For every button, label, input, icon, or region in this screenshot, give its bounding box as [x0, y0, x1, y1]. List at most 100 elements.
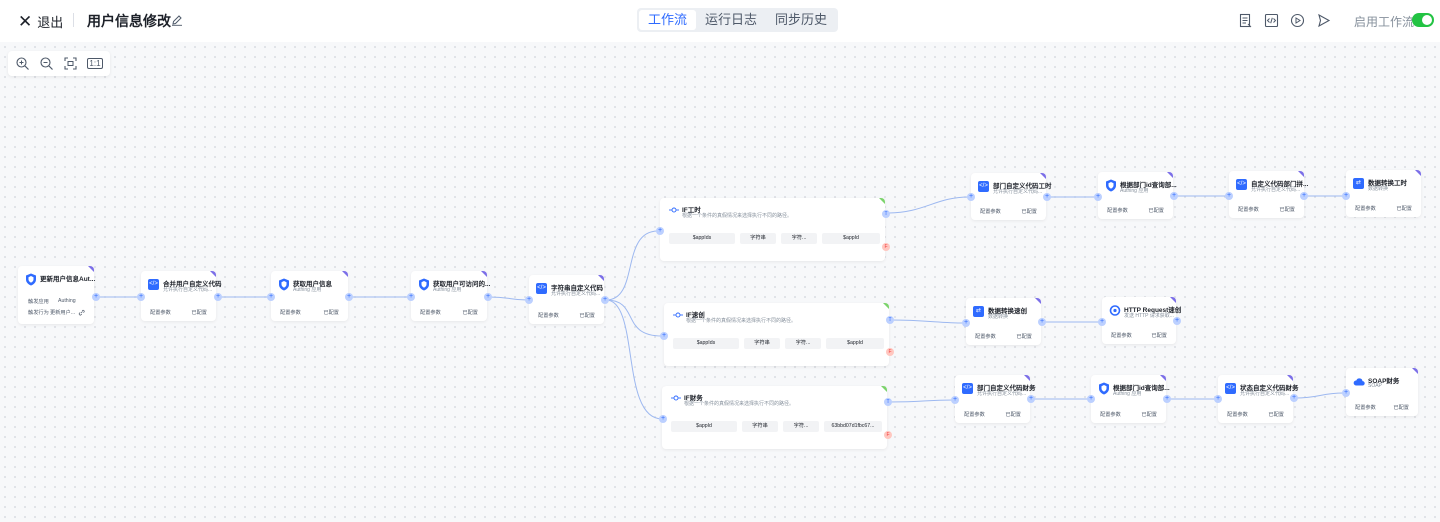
condition-operator[interactable]: 字符...	[785, 338, 821, 349]
dept-query-caiwu-node[interactable]: 根据部门id查询部... Authing 应用 配置参数已配置	[1091, 375, 1170, 423]
code-dept-gongshi-node[interactable]: </> 自定义代码部门拼... 允许执行自定义代码... 配置参数已配置	[1229, 171, 1308, 218]
condition-operator[interactable]: 字符...	[781, 233, 817, 244]
merge-code-node[interactable]: </> 合并用户自定义代码 允许执行自定义代码... 配置参数已配置	[141, 271, 222, 321]
input-port[interactable]: +	[656, 227, 664, 235]
output-port[interactable]: +	[345, 293, 353, 301]
condition-field[interactable]: $appIds	[669, 233, 735, 244]
output-port[interactable]: +	[1043, 193, 1051, 201]
input-port[interactable]: +	[951, 396, 959, 404]
condition-type[interactable]: 字符串	[740, 233, 776, 244]
input-port[interactable]: +	[1342, 389, 1350, 397]
node-footer: 配置参数已配置	[955, 409, 1030, 423]
dept-query-gongshi-node[interactable]: 根据部门id查询部... Authing 应用 配置参数已配置	[1098, 172, 1177, 219]
input-port[interactable]: +	[1342, 192, 1350, 200]
output-port[interactable]: +	[1027, 395, 1035, 403]
condition-value[interactable]: $appId	[822, 233, 880, 244]
enable-workflow-toggle[interactable]	[1412, 13, 1434, 27]
output-port[interactable]: +	[1163, 395, 1171, 403]
convert-gongshi-node[interactable]: ⇄ 数据转换工时 数据转换 配置参数已配置	[1346, 170, 1421, 217]
config-params-label: 配置参数	[1355, 405, 1376, 411]
input-port[interactable]: +	[660, 332, 668, 340]
send-icon[interactable]	[1316, 13, 1331, 28]
condition-type[interactable]: 字符串	[744, 338, 780, 349]
input-port[interactable]: +	[407, 293, 415, 301]
node-title: IF财务	[684, 395, 703, 402]
input-port[interactable]: +	[1214, 395, 1222, 403]
condition-row: $appIds 字符串 字符... $appId	[669, 233, 880, 244]
play-circle-icon[interactable]	[1290, 13, 1305, 28]
output-port[interactable]: +	[1173, 317, 1181, 325]
input-port[interactable]: +	[267, 293, 275, 301]
input-port[interactable]: +	[525, 296, 533, 304]
dept-code-caiwu-node[interactable]: </> 部门自定义代码财务 允许执行自定义代码... 配置参数已配置	[955, 375, 1036, 423]
node-subtitle: Authing 应用	[293, 287, 322, 293]
status-code-caiwu-node[interactable]: </> 状态自定义代码财务 允许执行自定义代码... 配置参数已配置	[1218, 375, 1299, 423]
input-port[interactable]: +	[967, 193, 975, 201]
condition-type[interactable]: 字符串	[742, 421, 778, 432]
node-footer: 配置参数已配置	[1098, 205, 1173, 219]
condition-value[interactable]: 63bbd07d1fbc67...	[824, 421, 882, 432]
fit-view-icon[interactable]	[63, 56, 78, 71]
code-icon[interactable]	[1264, 13, 1279, 28]
string-code-node[interactable]: </> 字符串自定义代码 允许执行自定义代码... 配置参数已配置	[529, 275, 604, 324]
edit-icon[interactable]	[171, 14, 183, 26]
node-title: 获取用户可访问的...	[433, 281, 491, 288]
input-port[interactable]: +	[137, 293, 145, 301]
branch-icon	[669, 207, 679, 213]
get-user-node[interactable]: 获取用户信息 Authing 应用 配置参数已配置	[271, 271, 348, 321]
condition-operator[interactable]: 字符...	[783, 421, 819, 432]
if-caiwu-node[interactable]: IF财务 根据一个条件的真假情况来选择执行不同的路径。 $appId 字符串 字…	[662, 386, 887, 449]
node-corner-marker	[1287, 375, 1293, 381]
condition-field[interactable]: $appId	[671, 421, 737, 432]
input-port[interactable]: +	[1098, 318, 1106, 326]
false-port[interactable]: F	[882, 243, 890, 251]
true-port[interactable]: T	[884, 398, 892, 406]
dept-code-gongshi-node[interactable]: </> 部门自定义代码工时 允许执行自定义代码... 配置参数已配置	[971, 173, 1052, 220]
node-subtitle: 允许执行自定义代码...	[1251, 187, 1301, 193]
true-port[interactable]: T	[882, 210, 890, 218]
config-params-label: 配置参数	[420, 310, 441, 316]
node-title: HTTP Request速创	[1124, 307, 1182, 314]
input-port[interactable]: +	[1094, 193, 1102, 201]
exit-button[interactable]: ✕ 退出	[18, 12, 63, 31]
actual-size-button[interactable]: 1:1	[87, 58, 103, 69]
output-port[interactable]: +	[1290, 394, 1298, 402]
tab-sync-history[interactable]: 同步历史	[775, 12, 828, 27]
top-bar: ✕ 退出 用户信息修改 工作流 运行日志 同步历史 启用工作流	[0, 0, 1440, 42]
output-port[interactable]: +	[1038, 318, 1046, 326]
input-port[interactable]: +	[1225, 192, 1233, 200]
trigger-node[interactable]: 更新用户信息Aut... 触发应用 Authing 触发行为 更新用户...	[18, 266, 95, 324]
document-icon[interactable]	[1238, 13, 1253, 28]
true-port[interactable]: T	[886, 316, 894, 324]
node-title: 自定义代码部门拼...	[1251, 181, 1309, 188]
zoom-in-icon[interactable]	[15, 56, 30, 71]
node-title: SOAP财务	[1368, 378, 1400, 385]
if-gongshi-node[interactable]: IF工时 根据一个条件的真假情况来选择执行不同的路径。 $appIds 字符串 …	[660, 198, 885, 261]
output-port[interactable]: +	[1300, 192, 1308, 200]
output-port[interactable]: +	[484, 293, 492, 301]
http-sushuo-node[interactable]: HTTP Request速创 发送 HTTP 请求获取... 配置参数已配置	[1102, 297, 1181, 344]
soap-caiwu-node[interactable]: SOAP财务 SOAP 配置参数已配置	[1346, 368, 1418, 416]
condition-value[interactable]: $appId	[826, 338, 884, 349]
input-port[interactable]: +	[659, 415, 667, 423]
config-status: 已配置	[1148, 208, 1164, 214]
header-divider	[73, 13, 74, 27]
zoom-out-icon[interactable]	[39, 56, 54, 71]
false-port[interactable]: F	[886, 348, 894, 356]
link-icon[interactable]	[78, 309, 85, 316]
convert-sushuo-node[interactable]: ⇄ 数据转换速创 数据转换 配置参数已配置	[966, 298, 1041, 345]
if-sushuo-node[interactable]: IF速创 根据一个条件的真假情况来选择执行不同的路径。 $appIds 字符串 …	[664, 303, 889, 366]
input-port[interactable]: +	[1087, 395, 1095, 403]
node-title: 根据部门id查询部...	[1120, 182, 1177, 189]
input-port[interactable]: +	[962, 319, 970, 327]
tab-workflow[interactable]: 工作流	[639, 10, 697, 30]
node-footer: 配置参数已配置	[141, 307, 216, 321]
output-port[interactable]: +	[1170, 192, 1178, 200]
tab-run-log[interactable]: 运行日志	[705, 12, 758, 27]
output-port[interactable]: +	[601, 296, 609, 304]
get-access-node[interactable]: 获取用户可访问的... Authing 应用 配置参数已配置	[411, 271, 491, 321]
false-port[interactable]: F	[884, 431, 892, 439]
output-port[interactable]: +	[214, 293, 222, 301]
output-port[interactable]: +	[92, 293, 100, 301]
condition-field[interactable]: $appIds	[673, 338, 739, 349]
